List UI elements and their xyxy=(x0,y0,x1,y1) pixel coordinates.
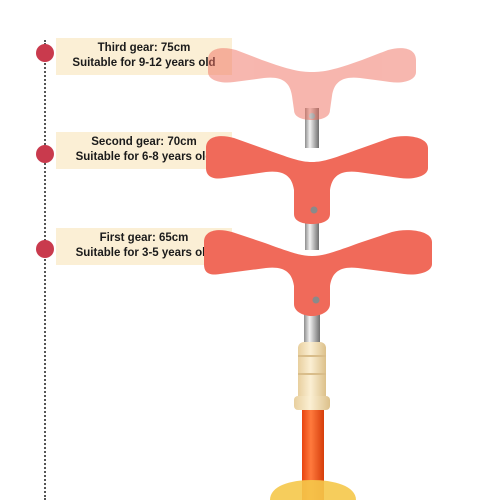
height-clamp-collar xyxy=(298,342,326,402)
handlebar-second-gear xyxy=(206,136,428,224)
gear-subtitle: Suitable for 3-5 years old xyxy=(75,247,213,259)
handlebar-third-gear xyxy=(208,48,416,120)
gear-marker-dot-first xyxy=(36,240,54,258)
gear-marker-dot-second xyxy=(36,145,54,163)
chrome-tube-middle xyxy=(305,216,319,250)
chrome-tube-lower xyxy=(304,310,320,344)
timeline-dotted-line xyxy=(44,40,46,500)
gear-subtitle: Suitable for 9-12 years old xyxy=(72,57,216,69)
gear-title: First gear: 65cm xyxy=(99,232,189,244)
gear-label-first: First gear: 65cm Suitable for 3-5 years … xyxy=(56,228,232,265)
orange-stem xyxy=(302,410,324,500)
handlebar-first-gear xyxy=(204,230,432,316)
gear-title: Third gear: 75cm xyxy=(97,42,191,54)
gear-title: Second gear: 70cm xyxy=(91,136,197,148)
clamp-base-ring xyxy=(294,396,330,410)
gear-subtitle: Suitable for 6-8 years old xyxy=(75,151,213,163)
gear-marker-dot-third xyxy=(36,44,54,62)
gear-label-third: Third gear: 75cm Suitable for 9-12 years… xyxy=(56,38,232,75)
gear-label-second: Second gear: 70cm Suitable for 6-8 years… xyxy=(56,132,232,169)
deck-hint xyxy=(270,480,356,500)
